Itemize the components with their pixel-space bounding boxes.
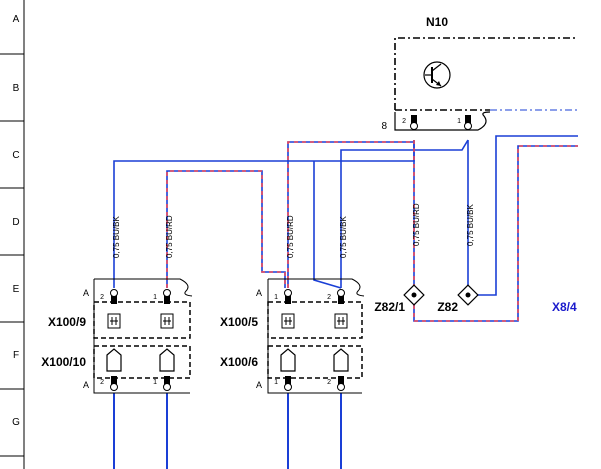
wire-x100-9-pin1[interactable] <box>166 170 286 288</box>
control-unit-label: N10 <box>426 15 448 29</box>
transistor-icon <box>423 61 451 89</box>
wire-network <box>113 135 578 469</box>
row-marker-g: G <box>12 417 20 428</box>
x100-9-pin-letter: A <box>83 288 89 298</box>
x100-6-pin-1: 1 <box>274 379 278 386</box>
control-unit-n10[interactable]: N10 8 2 1 <box>381 15 578 132</box>
x100-5-pin-1: 1 <box>274 294 278 301</box>
control-unit-pin-2-terminal <box>410 114 418 130</box>
x100-6-pin-2: 2 <box>327 379 331 386</box>
x100-9-pin-2-fuse-icon <box>107 313 121 329</box>
control-unit-pin-1-terminal <box>464 114 472 130</box>
wire-label-2: 0,75 BU/RD <box>165 215 174 258</box>
x100-9-pin-1: 1 <box>153 294 157 301</box>
x100-6-pin-2-terminal <box>337 375 345 391</box>
splice-z82[interactable]: Z82 <box>437 284 479 314</box>
row-marker-b: B <box>13 83 20 94</box>
splice-z82-label: Z82 <box>437 300 458 314</box>
wire-label-4: 0,75 BU/BK <box>339 216 348 258</box>
connector-x100-5-6[interactable]: A A X100/5 X100/6 1 2 1 2 <box>220 278 365 394</box>
wire-x100-5-cross[interactable] <box>313 161 342 289</box>
wire-label-6: 0,75 BU/BK <box>466 204 475 246</box>
wire-label-5: 0,75 BU/RD <box>412 203 421 246</box>
x100-9-pin-1-fuse-icon <box>160 313 174 329</box>
x100-5-pin-letter: A <box>256 288 262 298</box>
control-unit-pin-1: 1 <box>457 118 461 125</box>
x100-10-pin-1-socket-icon <box>159 348 175 372</box>
x100-5-pin-2-fuse-icon <box>334 313 348 329</box>
wire-label-1: 0,75 BU/BK <box>112 216 121 258</box>
wire-labels: 0,75 BU/BK 0,75 BU/RD 0,75 BU/RD 0,75 BU… <box>112 203 475 258</box>
x100-10-pin-2: 2 <box>100 379 104 386</box>
x100-10-pin-letter: A <box>83 380 89 390</box>
x100-10-pin-1-terminal <box>163 375 171 391</box>
wire-x8-4-inner[interactable] <box>476 135 578 296</box>
x100-5-pin-2-terminal <box>337 289 345 305</box>
control-unit-pin-2: 2 <box>402 118 406 125</box>
splice-z82-1-label: Z82/1 <box>374 300 405 314</box>
x100-6-pin-1-socket-icon <box>280 348 296 372</box>
row-marker-a: A <box>13 14 20 25</box>
row-ruler: A B C D E F G <box>0 0 25 469</box>
x100-10-pin-2-socket-icon <box>106 348 122 372</box>
reference-x8-4[interactable]: X8/4 <box>552 300 577 314</box>
x100-5-pin-1-fuse-icon <box>281 313 295 329</box>
control-unit-pin-label: 8 <box>381 121 387 132</box>
x100-9-pin-2: 2 <box>100 294 104 301</box>
x100-10-label: X100/10 <box>41 355 86 369</box>
splice-z82-1[interactable]: Z82/1 <box>374 284 425 314</box>
x100-5-pin-2: 2 <box>327 294 331 301</box>
x100-9-pin-2-terminal <box>110 289 118 305</box>
x100-6-pin-1-terminal <box>284 375 292 391</box>
connector-x100-9-10[interactable]: A A X100/9 X100/10 2 1 2 1 <box>41 278 193 394</box>
x100-5-pin-1-terminal <box>284 289 292 305</box>
x100-9-label: X100/9 <box>48 315 86 329</box>
wire-x100-5-pin1[interactable] <box>287 141 414 288</box>
x100-6-pin-2-socket-icon <box>333 348 349 372</box>
wire-label-3: 0,75 BU/RD <box>286 215 295 258</box>
wire-x8-4-outer[interactable] <box>413 145 578 322</box>
x100-9-pin-1-terminal <box>163 289 171 305</box>
row-marker-d: D <box>12 217 19 228</box>
wire-bottom-drops <box>113 393 342 469</box>
x100-6-pin-letter: A <box>256 380 262 390</box>
row-marker-f: F <box>13 350 19 361</box>
wire-x100-9-pin2[interactable] <box>113 140 415 288</box>
x100-10-pin-1: 1 <box>153 379 157 386</box>
x100-10-pin-2-terminal <box>110 375 118 391</box>
row-marker-e: E <box>13 284 20 295</box>
x100-5-label: X100/5 <box>220 315 258 329</box>
wire-x100-5-pin2[interactable] <box>340 139 469 288</box>
row-marker-c: C <box>12 150 19 161</box>
x100-6-label: X100/6 <box>220 355 258 369</box>
